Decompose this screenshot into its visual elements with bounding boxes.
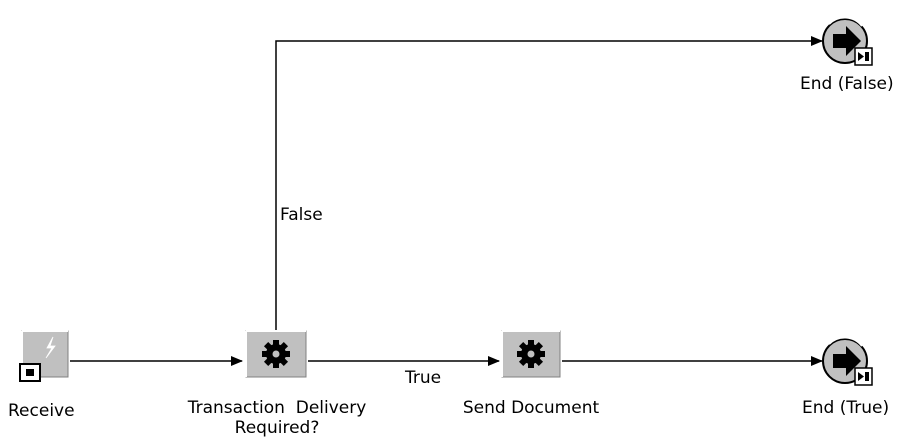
gear-function-icon <box>262 340 290 368</box>
transaction-delivery-label-line2: Required? <box>234 418 320 438</box>
true-edge-label: True <box>405 368 442 388</box>
transaction-delivery-node[interactable] <box>245 330 307 378</box>
false-edge-label: False <box>280 205 323 225</box>
send-document-node[interactable] <box>501 330 561 378</box>
end-true-label: End (True) <box>802 398 890 418</box>
receive-node[interactable] <box>19 330 69 382</box>
transaction-delivery-label: Transaction Delivery Required? <box>170 398 384 438</box>
end-arrow-icon <box>833 346 873 386</box>
end-true-node[interactable] <box>822 336 873 386</box>
end-arrow-icon <box>833 26 873 66</box>
end-false-label: End (False) <box>800 74 894 94</box>
connectors <box>70 36 823 366</box>
edge-transaction-to-end-false[interactable] <box>275 36 823 330</box>
receive-label: Receive <box>8 401 75 421</box>
transaction-delivery-label-line1: Transaction Delivery <box>187 398 367 418</box>
receive-event-icon <box>19 336 56 382</box>
end-false-node[interactable] <box>822 16 873 66</box>
send-document-label: Send Document <box>462 398 600 418</box>
gear-function-icon <box>517 340 545 368</box>
